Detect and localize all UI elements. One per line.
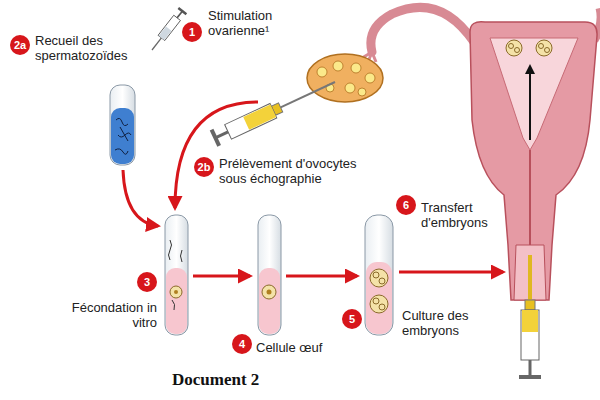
drawing-part [286, 275, 357, 278]
drawing-part [373, 272, 379, 278]
drawing-part [373, 298, 379, 304]
embryos-in-uterus [506, 40, 552, 56]
sperm-liquid [111, 108, 134, 164]
ovary [307, 54, 383, 102]
drawing-part [379, 304, 385, 310]
drawing-part [170, 286, 182, 298]
drawing-part [525, 300, 535, 310]
drawing-part [536, 40, 552, 56]
step-label: Recueil des spermatozoïdes [35, 33, 150, 63]
drawing-part [193, 275, 250, 278]
syringe-stimulation [148, 8, 186, 53]
drawing-part [379, 278, 385, 284]
drawing-part [267, 290, 272, 295]
transfer-arrow [529, 66, 531, 140]
syringe-puncture [212, 74, 339, 146]
drawing-part [159, 26, 172, 40]
uterus [470, 22, 597, 300]
drawing-part [259, 268, 280, 334]
drawing-part [366, 262, 392, 334]
drawing-part [175, 102, 258, 208]
drawing-part [345, 83, 355, 93]
drawing-part [521, 310, 539, 360]
drawing-part [225, 103, 277, 139]
tube-culture [365, 215, 393, 335]
drawing-part [123, 170, 158, 226]
drawing-part [281, 82, 335, 107]
step-label: Fécondation in vitro [62, 300, 157, 330]
sperm [115, 118, 131, 154]
drawing-part [365, 73, 375, 83]
drawing-part [519, 375, 541, 379]
drawing-part [243, 104, 276, 129]
tube-cellule [258, 215, 281, 335]
drawing-part [545, 48, 550, 53]
callout-number: 3 [137, 272, 157, 292]
tube-sperm [110, 85, 135, 165]
drawing-part [399, 271, 503, 274]
step-label: Stimulation ovarienne¹ [208, 8, 318, 38]
callout-number: 2a [10, 35, 30, 55]
callout-number: 1 [182, 22, 202, 42]
drawing-part [370, 269, 388, 313]
fallopian-tube-left [371, 7, 474, 52]
drawing-part [506, 40, 522, 56]
callout-number: 2b [194, 157, 214, 177]
step-label: Transfert d'embryons [421, 200, 503, 230]
drawing-part [152, 38, 161, 50]
drawing-part [515, 48, 520, 53]
drawing-part [178, 8, 186, 14]
drawing-part [522, 310, 538, 332]
drawing-part [528, 255, 532, 300]
cervical-canal [529, 150, 531, 245]
drawing-part [177, 11, 182, 18]
process-arrows [123, 102, 503, 276]
drawing-part [539, 44, 544, 49]
callout-number: 5 [342, 309, 362, 329]
drawing-part [262, 285, 276, 299]
drawing-part [158, 15, 180, 40]
step-label: Culture des embryons [402, 308, 497, 338]
callout-number: 4 [232, 334, 252, 354]
caption: Document 2 [172, 370, 259, 390]
step-label: Prélèvement d'ovocytes sous échographie [219, 156, 369, 186]
callout-number: 6 [396, 195, 416, 215]
tube-fecondation [165, 215, 188, 335]
drawing-part [509, 44, 514, 49]
step-label: Cellule œuf [256, 340, 356, 355]
drawing-part [333, 61, 343, 71]
drawing-part [529, 360, 532, 377]
syringe-transfer [519, 255, 541, 377]
follicles [317, 61, 375, 96]
drawing-part [358, 88, 366, 96]
drawing-part [169, 240, 183, 310]
drawing-part [351, 63, 361, 73]
drawing-part [215, 132, 228, 138]
drawing-part [166, 268, 187, 334]
drawing-part [370, 295, 388, 313]
drawing-part [370, 269, 388, 287]
drawing-part [212, 130, 220, 146]
vagina [514, 245, 546, 300]
drawing-part [174, 290, 178, 294]
uterine-cavity [490, 38, 578, 150]
drawing-part [317, 67, 327, 77]
